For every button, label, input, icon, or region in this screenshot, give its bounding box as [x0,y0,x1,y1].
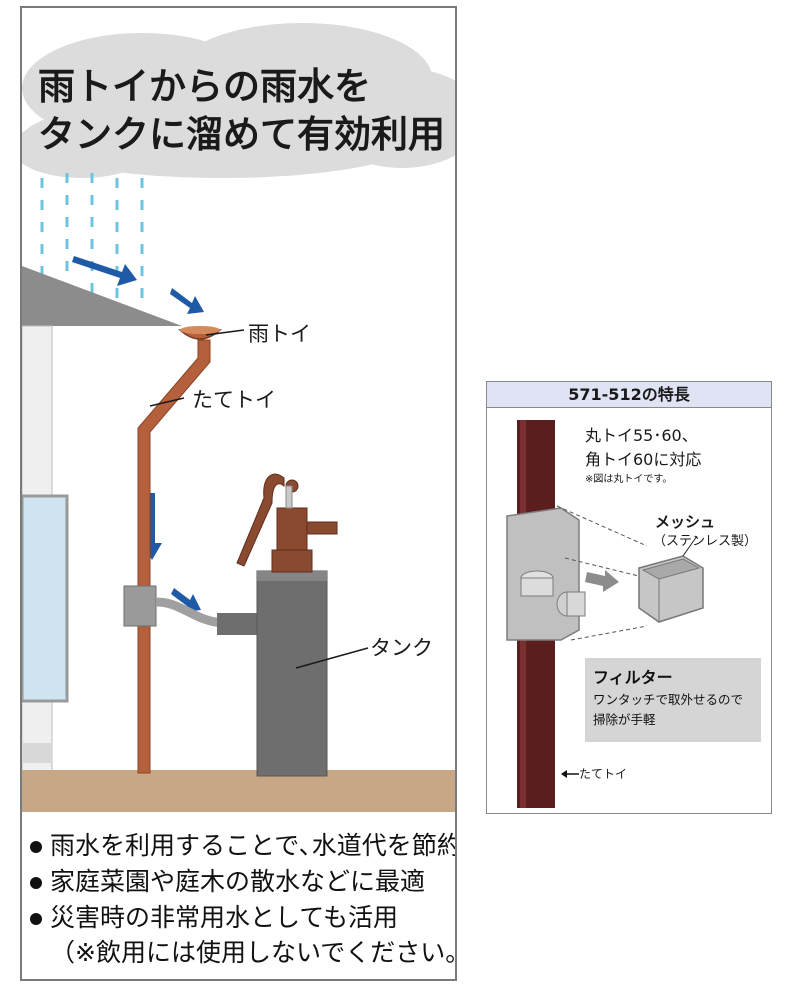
mesh-subtitle: （ステンレス製） [653,534,758,549]
downpipe-caption: たてトイ [579,767,628,781]
compat-line-1: 丸トイ55･60、 [585,426,698,445]
mesh-leader-line [682,535,698,557]
hose-illustration [155,597,223,628]
label-leader-lines [149,329,369,669]
title-line-2: タンクに溜めて有効利用 [38,113,445,156]
collector-illustration [506,420,704,808]
benefit-text: 災害時の非常用水としても活用 [50,903,399,932]
compat-line-2: 角トイ60に対応 [585,450,702,469]
guide-lines [556,505,648,641]
downpipe-label: たてトイ [192,388,276,412]
product-features-panel: 571-512の特長 [486,381,772,814]
compat-note: ※図は丸トイです。 [585,474,673,485]
bullet-icon [30,841,42,853]
mesh-title: メッシュ [655,513,716,531]
bullet-icon [30,913,42,925]
pump-icon [236,473,338,573]
arrow-left-icon [561,770,579,778]
filter-description: ワンタッチで取外せるので 掃除が手軽 [593,690,743,730]
benefit-text: 家庭菜園や庭木の散水などに最適 [50,867,426,896]
cloud-icon [22,23,455,178]
features-header: 571-512の特長 [487,382,771,408]
house-illustration [22,266,182,772]
bullet-icon [30,877,42,889]
filter-callout: フィルター ワンタッチで取外せるので 掃除が手軽 [585,658,761,742]
collector-housing [506,507,586,641]
gutter-icon [178,326,222,340]
title-line-1: 雨トイからの雨水を [38,65,371,108]
rain-collector [123,585,157,627]
tank-label: タンク [370,636,433,660]
rainwater-illustration [22,23,455,812]
benefit-item: 災害時の非常用水としても活用 [30,900,455,936]
gutter-label: 雨トイ [248,322,311,346]
diagram-title: 雨トイからの雨水を タンクに溜めて有効利用 [38,63,445,159]
insert-arrow-icon [585,570,619,592]
filter-desc-line-2: 掃除が手軽 [593,712,656,727]
benefit-item: 雨水を利用することで､水道代を節約 [30,828,455,864]
filter-title: フィルター [593,668,673,687]
drinking-warning-note: （※飲用には使用しないでください。） [50,938,457,967]
benefit-item: 家庭菜園や庭木の散水などに最適 [30,864,455,900]
downpipe-illustration [137,339,211,774]
rainwater-diagram-panel: 雨トイからの雨水を タンクに溜めて有効利用 雨トイ たてトイ タンク 雨水を利用… [20,6,457,981]
filter-desc-line-1: ワンタッチで取外せるので [593,692,744,707]
benefit-text: 雨水を利用することで､水道代を節約 [50,831,457,860]
tank-illustration [217,570,328,777]
benefits-list: 雨水を利用することで､水道代を節約 家庭菜園や庭木の散水などに最適 災害時の非常… [30,828,455,970]
ground-strip [22,770,455,812]
filter-icon [638,555,704,623]
